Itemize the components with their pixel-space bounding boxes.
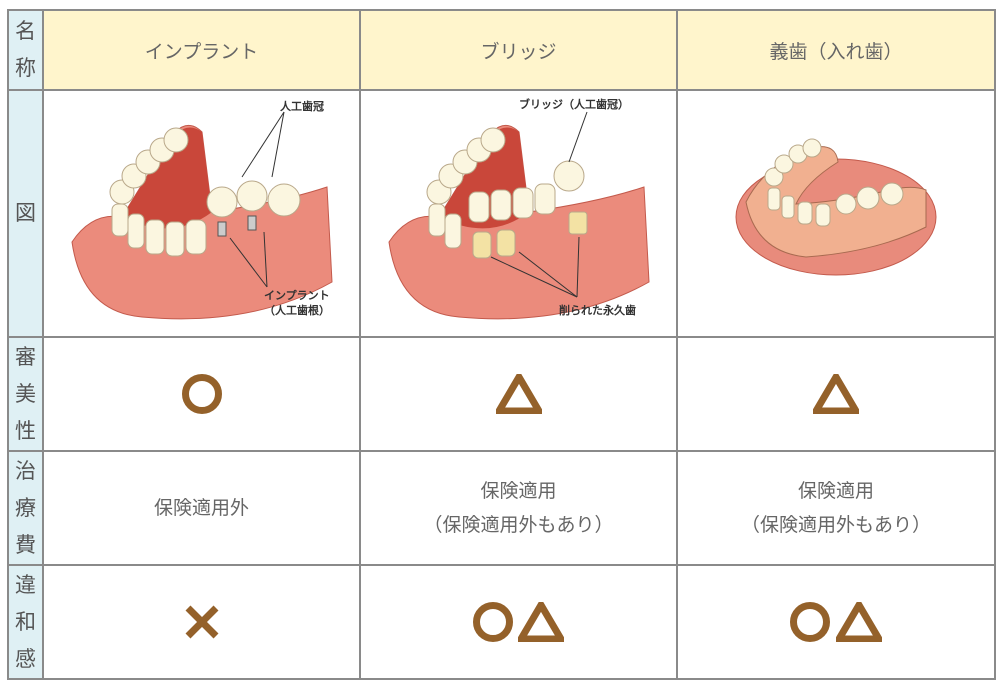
row-comfort: 違 和 感 (7, 564, 996, 680)
row-label-cost: 治 療 費 (7, 450, 44, 566)
implant-illustration: 人工歯冠 インプラント （人工歯根） (70, 99, 333, 319)
circle-icon (181, 374, 222, 414)
svg-text:削られた永久歯: 削られた永久歯 (559, 303, 636, 317)
circle-icon (472, 602, 513, 642)
label-char: 和 (15, 609, 36, 634)
denture-illustration (735, 138, 937, 275)
comparison-table: 名 称 インプラント ブリッジ 義歯（入れ歯） 図 (7, 9, 996, 680)
aesthetics-denture (676, 336, 996, 452)
comfort-implant (42, 564, 361, 680)
row-aesthetics: 審 美 性 (7, 336, 996, 452)
label-char: 費 (15, 532, 36, 557)
header-implant: インプラント (42, 9, 361, 91)
label-char: 感 (15, 646, 36, 671)
cost-bridge: 保険適用 （保険適用外もあり） (359, 450, 678, 566)
triangle-icon (835, 602, 882, 642)
label-char: 美 (15, 381, 36, 406)
label-char: 違 (15, 572, 36, 597)
label-char: 治 (15, 458, 36, 483)
comfort-denture (676, 564, 996, 680)
row-name: 名 称 インプラント ブリッジ 義歯（入れ歯） (7, 9, 996, 91)
row-label-name: 名 称 (7, 9, 44, 91)
aesthetics-bridge (359, 336, 678, 452)
figure-bridge: ブリッジ（人工歯冠） 削られた永久歯 (359, 89, 678, 338)
cross-icon (185, 605, 218, 639)
cost-note: （保険適用外もあり） (423, 514, 614, 536)
row-label-comfort: 違 和 感 (7, 564, 44, 680)
row-figure: 図 人工歯冠 インプラント （人工歯根） (7, 89, 996, 338)
label-char: 性 (15, 418, 36, 443)
row-label-aesthetics: 審 美 性 (7, 336, 44, 452)
cost-note: （保険適用外もあり） (740, 514, 931, 536)
label-char: 審 (15, 344, 36, 369)
bridge-illustration: ブリッジ（人工歯冠） 削られた永久歯 (387, 97, 650, 319)
row-cost: 治 療 費 保険適用外 保険適用 （保険適用外もあり） 保険適用 （保険適用外も… (7, 450, 996, 566)
comfort-bridge (359, 564, 678, 680)
label-char: 名 (15, 19, 36, 43)
cost-denture: 保険適用 （保険適用外もあり） (676, 450, 996, 566)
svg-text:ブリッジ（人工歯冠）: ブリッジ（人工歯冠） (519, 97, 629, 111)
triangle-icon (813, 374, 859, 414)
cost-text: 保険適用 (480, 480, 557, 502)
row-label-figure: 図 (7, 89, 44, 338)
label-char: 図 (15, 201, 36, 225)
svg-text:インプラント: インプラント (264, 288, 330, 302)
figure-implant: 人工歯冠 インプラント （人工歯根） (42, 89, 361, 338)
svg-text:人工歯冠: 人工歯冠 (280, 99, 324, 113)
figure-denture (676, 89, 996, 338)
triangle-icon (495, 374, 542, 414)
aesthetics-implant (42, 336, 361, 452)
cost-text: 保険適用外 (153, 497, 249, 519)
label-char: 称 (15, 56, 36, 80)
triangle-icon (518, 602, 565, 642)
header-bridge: ブリッジ (359, 9, 678, 91)
svg-text:（人工歯根）: （人工歯根） (264, 303, 330, 317)
cost-text: 保険適用 (797, 480, 874, 502)
circle-icon (790, 602, 831, 642)
label-char: 療 (15, 495, 36, 520)
header-denture: 義歯（入れ歯） (676, 9, 996, 91)
cost-implant: 保険適用外 (42, 450, 361, 566)
